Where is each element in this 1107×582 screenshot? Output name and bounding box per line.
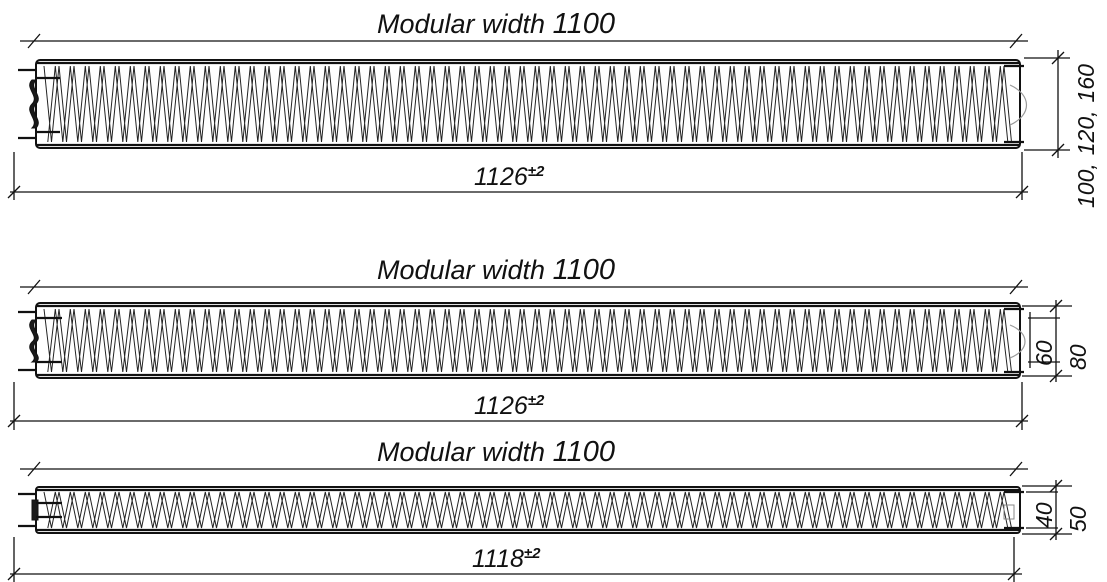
tongue-joint: [29, 319, 39, 363]
tongue-joint: [29, 79, 39, 129]
thickness-dimension: 60 80: [1022, 299, 1091, 383]
thickness-dimension: 100,120,160: [1024, 50, 1099, 208]
groove-joint: [1009, 84, 1027, 126]
panel-body: [18, 59, 1027, 149]
panel-body: [18, 486, 1024, 534]
panel-3: Modular width 1100 1118±2: [7, 436, 1091, 582]
total-width-label: 1126±2: [474, 163, 545, 191]
modular-width-dimension: Modular width 1100: [20, 254, 1028, 295]
total-width-dimension: 1118±2: [7, 537, 1022, 582]
thickness-outer-label: 80: [1065, 344, 1091, 370]
total-width-label: 1118±2: [472, 545, 541, 573]
modular-width-dimension: Modular width 1100: [20, 436, 1028, 477]
total-width-dimension: 1126±2: [7, 382, 1029, 430]
thickness-outer-label: 50: [1065, 506, 1091, 532]
groove-joint: [1003, 504, 1015, 520]
modular-width-dimension: Modular width 1100: [20, 8, 1028, 49]
thickness-dimension: 40 50: [1022, 479, 1091, 541]
thickness-label: 100,120,160: [1073, 64, 1099, 208]
panel-2: Modular width 1100 1126±2: [7, 254, 1091, 430]
modular-width-label: Modular width 1100: [377, 254, 615, 286]
total-width-label: 1126±2: [474, 392, 545, 420]
modular-width-label: Modular width 1100: [377, 436, 615, 468]
groove-joint: [1009, 324, 1026, 359]
total-width-dimension: 1126±2: [7, 152, 1029, 200]
panel-body: [18, 302, 1026, 379]
tongue-joint: [31, 499, 39, 521]
panel-1: Modular width 1100 1126±2: [7, 8, 1099, 208]
thickness-inner-label: 40: [1031, 502, 1057, 528]
modular-width-label: Modular width 1100: [377, 8, 615, 40]
thickness-inner-label: 60: [1031, 340, 1057, 366]
